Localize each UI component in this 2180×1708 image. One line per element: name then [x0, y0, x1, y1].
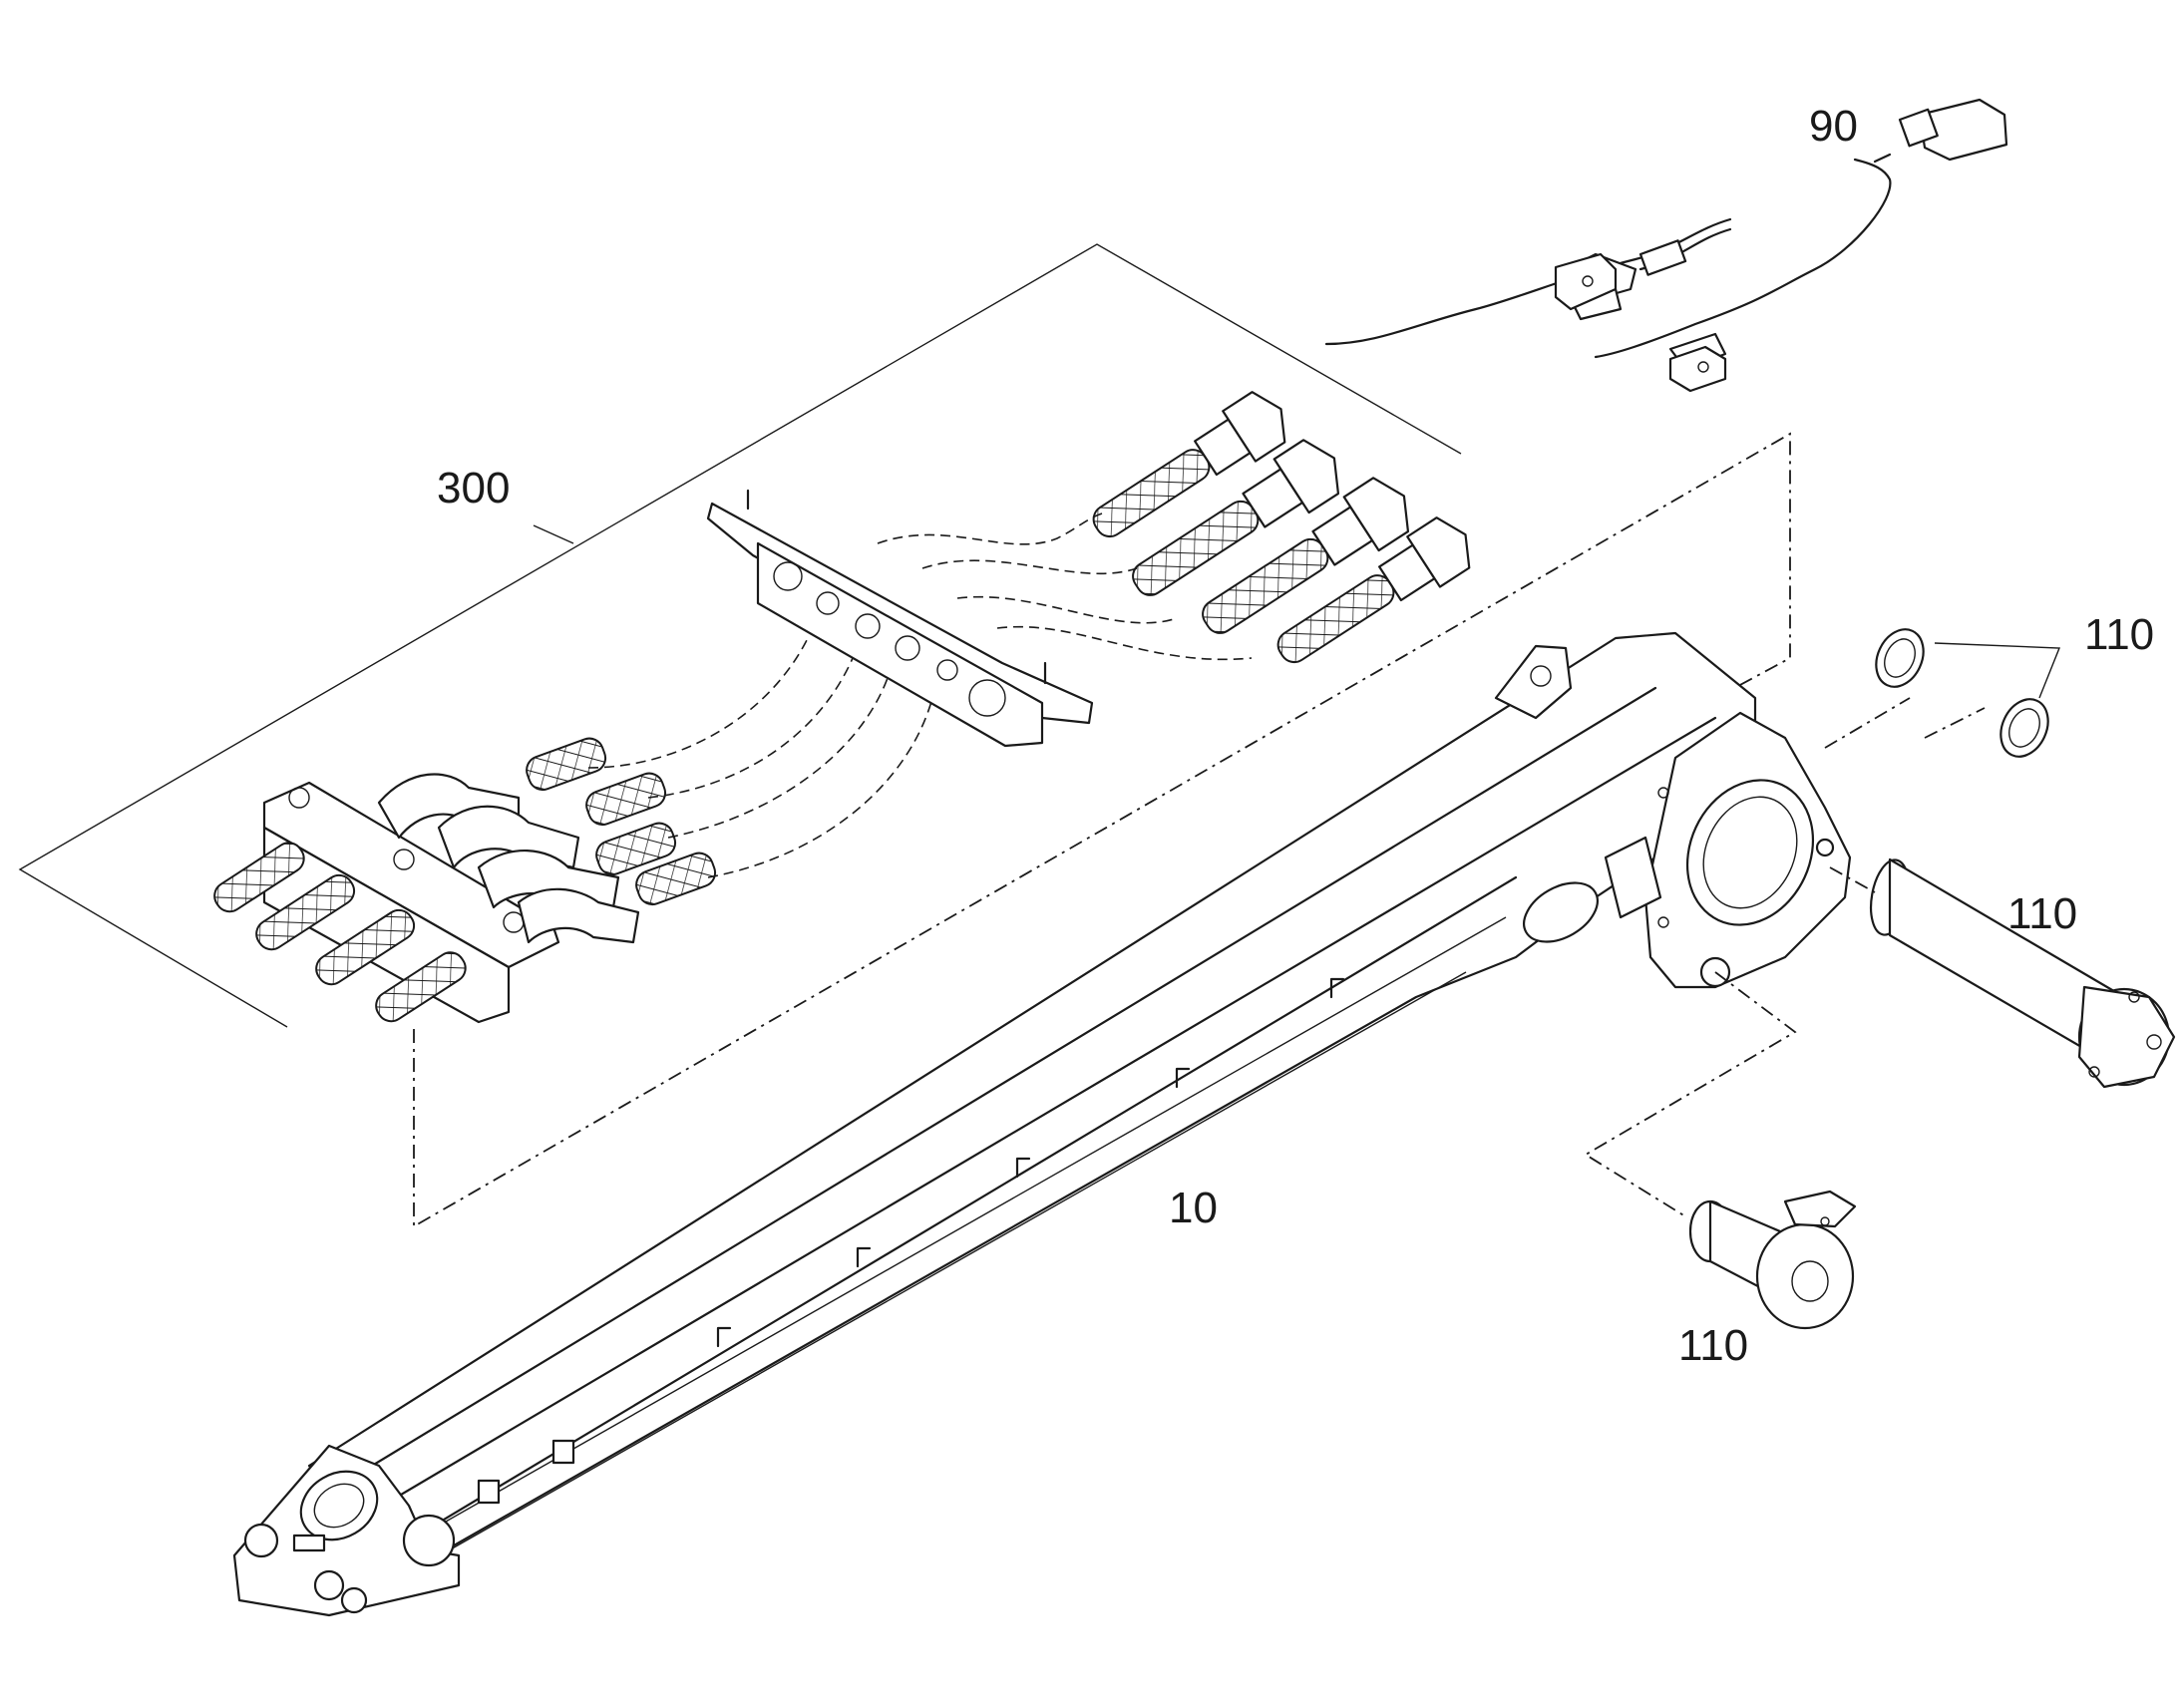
- hose-group-lower: [213, 737, 717, 1023]
- pin-110-upper-rings: [1824, 628, 2061, 758]
- callout-hose-kit: 300: [437, 464, 511, 512]
- hose-routing-lower: [587, 637, 933, 878]
- cable-assembly: [1324, 98, 2008, 393]
- callout-pin-right: 110: [2007, 889, 2078, 938]
- callout-cable: 90: [1809, 102, 1858, 151]
- pin-110-right: [1829, 857, 2176, 1089]
- callout-pin-upper: 110: [2084, 610, 2155, 659]
- callout-pin-lower: 110: [1678, 1321, 1749, 1370]
- hose-kit-frame: [18, 243, 1462, 1028]
- hose-group-upper: [1092, 391, 1471, 664]
- boom-assembly: [232, 631, 1852, 1617]
- callout-boom: 10: [1169, 1184, 1218, 1232]
- hose-routing-upper: [877, 512, 1253, 661]
- pin-110-lower: [1584, 971, 1857, 1330]
- manifold-block-upper: [706, 489, 1094, 748]
- assembly-leader-frame: [413, 432, 1791, 1228]
